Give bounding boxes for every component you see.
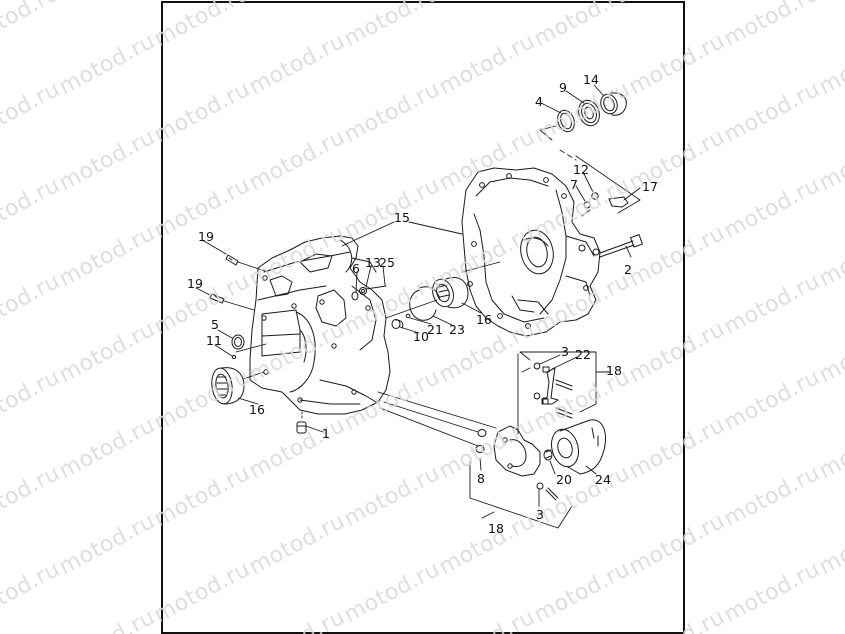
callout-13: 13 — [365, 255, 381, 270]
callout-1: 1 — [322, 426, 330, 441]
retaining-ring-23-icon — [409, 289, 437, 321]
callout-23: 23 — [449, 322, 465, 337]
callout-11: 11 — [206, 333, 222, 348]
pin-11-icon — [231, 354, 237, 360]
callout-3: 3 — [561, 344, 569, 359]
callout-19: 19 — [187, 276, 203, 291]
callout-14: 14 — [583, 72, 599, 87]
filter-adapter-icon — [493, 425, 541, 477]
callout-7: 7 — [570, 177, 578, 192]
screw-25-icon — [365, 285, 387, 290]
callout-19: 19 — [198, 229, 214, 244]
callout-18: 18 — [488, 521, 504, 536]
callout-25: 25 — [379, 255, 395, 270]
callout-3: 3 — [536, 507, 544, 522]
nipple-20-icon — [543, 449, 553, 461]
bearing-16b-icon — [432, 277, 469, 309]
bracket-22-icon — [541, 366, 559, 405]
callout-12: 12 — [573, 162, 589, 177]
callout-17: 17 — [642, 179, 658, 194]
washer-3b-icon — [533, 392, 541, 400]
callout-15: 15 — [394, 210, 410, 225]
bearing-16a-icon — [211, 367, 245, 405]
callout-22: 22 — [575, 347, 591, 362]
callout-18: 18 — [606, 363, 622, 378]
stud-19b-icon — [209, 293, 225, 304]
callout-8: 8 — [477, 471, 485, 486]
callout-5: 5 — [211, 317, 219, 332]
callout-16: 16 — [476, 312, 492, 327]
dowel-pin-7-icon — [583, 201, 591, 209]
dowel-6-icon — [351, 291, 359, 301]
callout-20: 20 — [556, 472, 572, 487]
o-ring-8-icon — [475, 445, 485, 453]
o-ring-upper-icon — [477, 429, 487, 437]
washer-3c-icon — [536, 482, 544, 490]
diagram-frame — [161, 1, 685, 634]
stud-19a-icon — [225, 254, 239, 266]
callout-21: 21 — [427, 322, 443, 337]
plug-1-icon — [296, 421, 307, 434]
callout-6: 6 — [352, 261, 360, 276]
callout-24: 24 — [595, 472, 611, 487]
gasket-17-icon — [608, 196, 629, 208]
oil-seal-9-icon — [578, 99, 600, 127]
dowel-pin-12-icon — [591, 192, 599, 200]
plug-5-icon — [231, 334, 245, 350]
plug-10-icon — [391, 319, 404, 329]
left-crankcase-icon — [249, 235, 391, 415]
bushing-14-icon — [600, 92, 627, 116]
washer-3a-icon — [533, 362, 541, 370]
bolt-2-icon — [599, 234, 643, 258]
crankcase-cover-icon — [461, 167, 601, 337]
callout-4: 4 — [535, 94, 543, 109]
callout-16: 16 — [249, 402, 265, 417]
pin-21-icon — [405, 313, 411, 319]
fitting-13-icon — [359, 287, 367, 295]
callout-10: 10 — [413, 329, 429, 344]
callout-9: 9 — [559, 80, 567, 95]
seal-ring-4-icon — [557, 109, 575, 133]
callout-2: 2 — [624, 262, 632, 277]
oil-filter-24-icon — [551, 419, 606, 475]
